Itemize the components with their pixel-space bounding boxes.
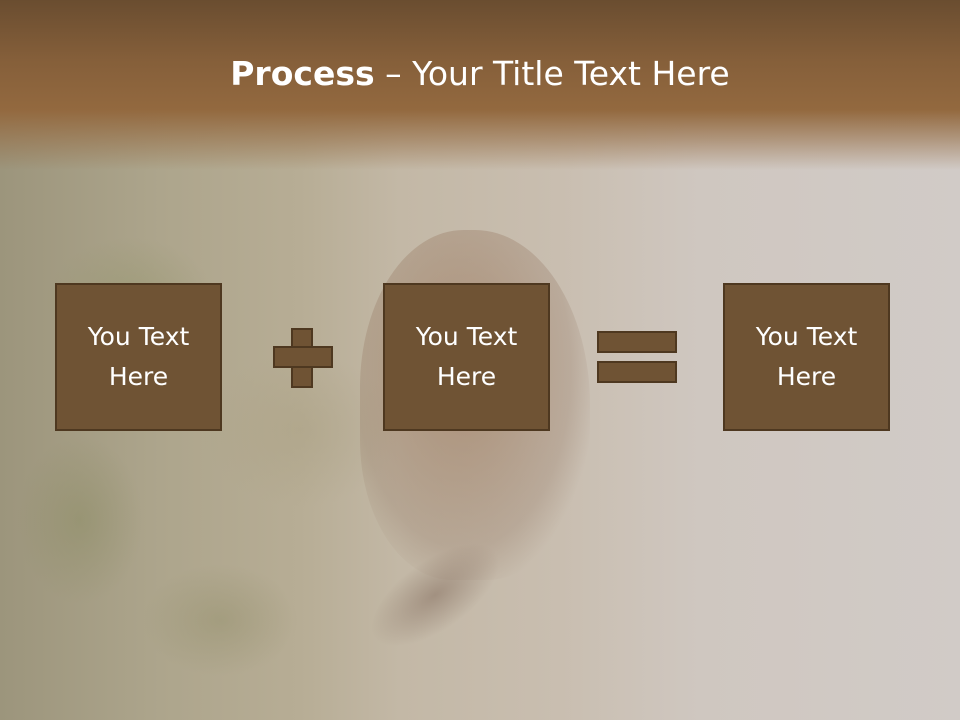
equals-icon-bottom-bar <box>597 361 677 383</box>
process-box-3-label: You Text Here <box>755 322 858 391</box>
title-rest: – Your Title Text Here <box>374 54 730 93</box>
slide-title[interactable]: Process – Your Title Text Here <box>0 52 960 96</box>
title-banner <box>0 0 960 170</box>
equals-icon-top-bar <box>597 331 677 353</box>
process-box-2[interactable]: You Text Here <box>383 283 550 431</box>
process-box-1[interactable]: You Text Here <box>55 283 222 431</box>
process-box-1-label: You Text Here <box>87 322 190 391</box>
title-bold: Process <box>230 54 375 93</box>
plus-icon-center <box>293 348 311 366</box>
process-box-2-label: You Text Here <box>415 322 518 391</box>
process-box-3[interactable]: You Text Here <box>723 283 890 431</box>
